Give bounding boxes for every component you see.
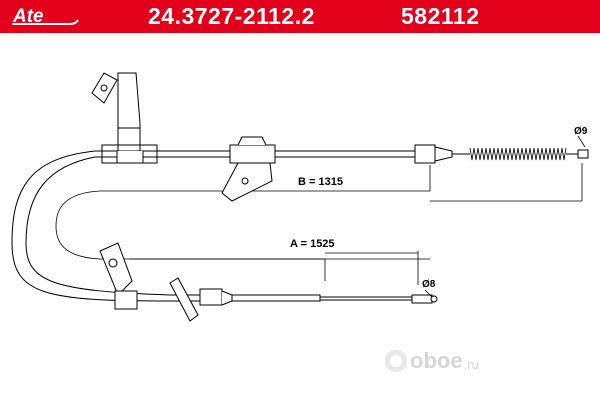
- watermark-domain: .ru: [463, 356, 479, 372]
- header-bar: Ate 24.3727-2112.2 582112: [0, 0, 600, 33]
- upper-bracket: [91, 72, 158, 164]
- dimension-a-label: A = 1525: [290, 238, 335, 250]
- reference-number: 582112: [401, 3, 480, 29]
- dia-bottom-label: Ø8: [422, 279, 436, 290]
- cable-drawing: B = 1315 A = 1525 Ø9 Ø8: [11, 72, 589, 322]
- dimension-a: [130, 251, 419, 285]
- watermark-text: oboe: [410, 348, 463, 373]
- brand-text: Ate: [12, 6, 44, 27]
- lower-cable: [170, 294, 300, 302]
- dia-top-label: Ø9: [574, 126, 588, 137]
- spring: [469, 147, 567, 161]
- dimension-b-label: B = 1315: [298, 176, 343, 188]
- dimension-b: [429, 163, 583, 202]
- lower-end-fitting: [411, 294, 438, 304]
- watermark: oboe .ru: [385, 348, 479, 374]
- watermark-logo-icon: [385, 350, 407, 372]
- lower-clip: [169, 277, 233, 322]
- middle-clip: [221, 136, 276, 202]
- part-number: 24.3727-2112.2: [148, 3, 315, 29]
- upper-end-fitting: [414, 144, 589, 164]
- dia-bottom-leader: [424, 289, 433, 298]
- inner-loop: [55, 190, 430, 260]
- ate-logo: Ate: [12, 6, 79, 27]
- dia-top-leader: [577, 135, 586, 148]
- cable-loop: [11, 150, 171, 302]
- lower-bracket: [99, 242, 138, 310]
